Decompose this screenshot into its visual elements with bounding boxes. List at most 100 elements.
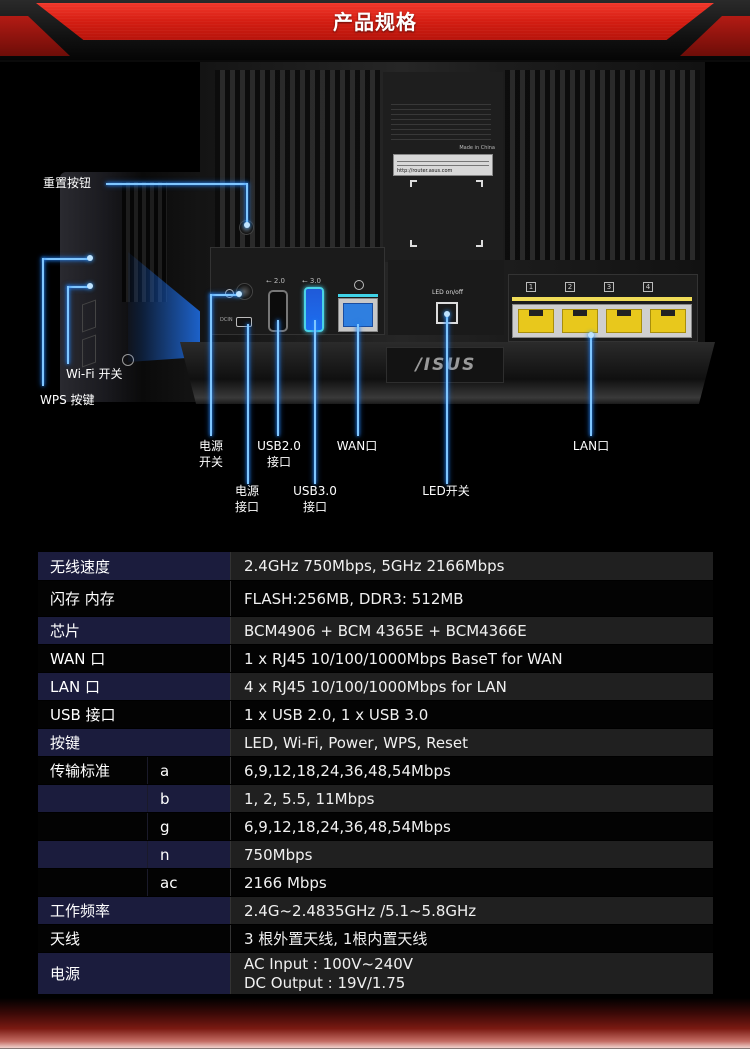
callout-power-switch: 电源 开关 <box>196 438 226 470</box>
spec-value-cell: 6,9,12,18,24,36,48,54Mbps <box>230 757 713 784</box>
callout-dot <box>236 291 242 297</box>
callout-dot <box>588 332 594 338</box>
spec-sub-label: g <box>147 813 170 840</box>
spec-table: 无线速度 2.4GHz 750Mbps, 5GHz 2166Mbps 闪存 内存 FL… <box>38 552 713 995</box>
callout-power-port-line1: 电源 <box>234 484 259 498</box>
spec-label-cell: WAN 口 <box>38 645 230 672</box>
spec-value: AC Input : 100V~240V <box>244 954 414 973</box>
spec-row: WAN 口 1 x RJ45 10/100/1000Mbps BaseT for … <box>38 645 713 673</box>
spec-value: 2166 Mbps <box>244 873 327 892</box>
spec-value: BCM4906 + BCM 4365E + BCM4366E <box>244 621 527 640</box>
callout-lan: LAN口 <box>572 439 610 453</box>
callout-dot <box>244 222 250 228</box>
spec-label: 闪存 内存 <box>50 590 115 608</box>
spec-label: USB 接口 <box>50 706 116 724</box>
callout-line-wan <box>357 324 359 436</box>
spec-label: 工作频率 <box>50 902 111 920</box>
callout-power-port-line2: 接口 <box>234 500 259 514</box>
wps-button-graphic <box>82 299 96 333</box>
spec-value: 3 根外置天线, 1根内置天线 <box>244 930 428 948</box>
spec-value: 1 x USB 2.0, 1 x USB 3.0 <box>244 705 429 724</box>
power-icon <box>225 289 234 298</box>
lan-jack <box>650 309 686 333</box>
spec-value-cell: 2.4G~2.4835GHz /5.1~5.8GHz <box>230 897 713 924</box>
spec-label: WAN 口 <box>50 650 106 668</box>
lan-ports-graphic <box>512 304 692 338</box>
spec-label-cell: 芯片 <box>38 617 230 644</box>
spec-label-cell: LAN 口 <box>38 673 230 700</box>
spec-label: 电源 <box>50 965 81 983</box>
callout-wan: WAN口 <box>336 439 378 453</box>
qr-corner-icon <box>410 180 417 187</box>
spec-label-cell: USB 接口 <box>38 701 230 728</box>
callout-line-power-port <box>247 324 249 484</box>
lan-number-icon: 1 <box>526 282 536 292</box>
header-red-plate <box>36 3 714 40</box>
spec-label-cell: 按键 <box>38 729 230 756</box>
spec-value-cell: 4 x RJ45 10/100/1000Mbps for LAN <box>230 673 713 700</box>
qr-corner-icon <box>410 240 417 247</box>
spec-label: LAN 口 <box>50 678 100 696</box>
dc-in-port-graphic <box>236 317 252 327</box>
spec-label: 传输标准 <box>50 762 111 780</box>
callout-line-wifi <box>67 286 69 364</box>
callout-wifi-switch: Wi-Fi 开关 <box>66 367 123 381</box>
spec-value: 1 x RJ45 10/100/1000Mbps BaseT for WAN <box>244 649 563 668</box>
callout-line-lan <box>590 335 592 436</box>
usb3-label: ⭠ 3.0 <box>302 277 321 285</box>
callout-led: LED开关 <box>422 484 470 498</box>
spec-row: g 6,9,12,18,24,36,48,54Mbps <box>38 813 713 841</box>
spec-label-cell: n <box>38 841 230 868</box>
lan-jack <box>518 309 554 333</box>
sticker-text-lines <box>397 158 489 166</box>
vents-right <box>505 70 700 260</box>
spec-label-cell: 电源 <box>38 953 230 994</box>
spec-value: DC Output : 19V/1.75 <box>244 973 406 992</box>
callout-line-wps <box>42 258 44 386</box>
callout-wps: WPS 按键 <box>40 393 95 407</box>
spec-row: 闪存 内存 FLASH:256MB, DDR3: 512MB <box>38 581 713 617</box>
spec-row: 工作频率 2.4G~2.4835GHz /5.1~5.8GHz <box>38 897 713 925</box>
callout-line-wps <box>42 258 90 260</box>
spec-label-cell: 无线速度 <box>38 552 230 580</box>
spec-value-cell: 750Mbps <box>230 841 713 868</box>
callout-line-usb2 <box>277 320 279 436</box>
spec-value: 6,9,12,18,24,36,48,54Mbps <box>244 761 451 780</box>
callout-dot <box>444 311 450 317</box>
spec-sub-label: b <box>147 785 170 812</box>
globe-icon <box>354 280 364 290</box>
callout-power-port: 电源 接口 <box>232 483 262 515</box>
callout-usb3-line1: USB3.0 <box>293 484 337 498</box>
callout-power-switch-line2: 开关 <box>198 455 223 469</box>
spec-value-cell: 1 x RJ45 10/100/1000Mbps BaseT for WAN <box>230 645 713 672</box>
callout-line-reset <box>106 183 247 185</box>
spec-label: 按键 <box>50 734 81 752</box>
callout-usb2: USB2.0 接口 <box>256 438 302 470</box>
callout-line-power-switch <box>210 294 212 436</box>
spec-value-cell: 1, 2, 5.5, 11Mbps <box>230 785 713 812</box>
callout-usb2-line2: 接口 <box>266 455 291 469</box>
spec-label-cell: ac <box>38 869 230 896</box>
usb2-version: 2.0 <box>273 277 285 285</box>
spec-value: 6,9,12,18,24,36,48,54Mbps <box>244 817 451 836</box>
qr-corner-icon <box>476 180 483 187</box>
regulatory-text-lines <box>391 100 491 140</box>
callout-usb3-line2: 接口 <box>302 500 327 514</box>
callout-dot <box>87 255 93 261</box>
spec-value: 2.4G~2.4835GHz /5.1~5.8GHz <box>244 901 477 920</box>
spec-value-cell: 3 根外置天线, 1根内置天线 <box>230 925 713 952</box>
spec-value-cell: 2.4GHz 750Mbps, 5GHz 2166Mbps <box>230 552 713 580</box>
spec-value: 2.4GHz 750Mbps, 5GHz 2166Mbps <box>244 557 505 575</box>
callout-line-usb3 <box>314 320 316 484</box>
brand-badge: /ISUS <box>386 347 504 383</box>
header-banner: 产品规格 <box>0 0 750 62</box>
spec-value-cell: FLASH:256MB, DDR3: 512MB <box>230 581 713 616</box>
callout-line-reset <box>246 183 248 225</box>
spec-label-cell: 工作频率 <box>38 897 230 924</box>
made-in-text: Made in China <box>459 145 495 151</box>
spec-sub-label: a <box>147 757 169 784</box>
callout-reset: 重置按钮 <box>43 176 92 190</box>
spec-value: FLASH:256MB, DDR3: 512MB <box>244 589 464 608</box>
